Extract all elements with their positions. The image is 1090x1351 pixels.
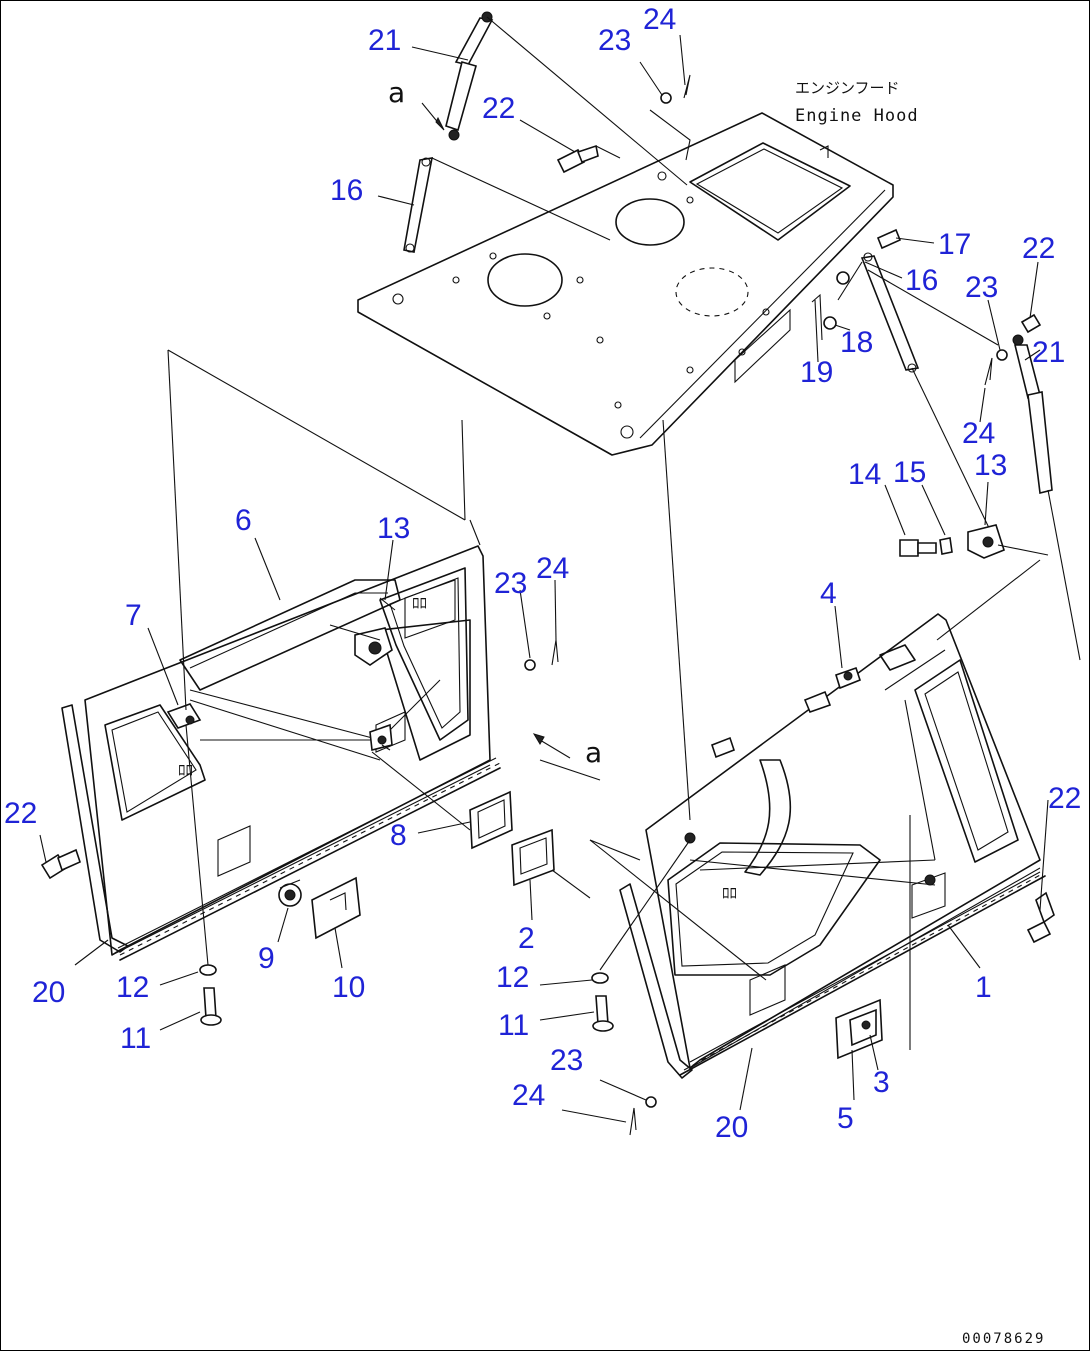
callout-15: 15: [893, 456, 926, 489]
washer-18: [823, 271, 850, 330]
callout-11-left: 11: [120, 1022, 151, 1055]
svg-text:ﾛﾛ: ﾛﾛ: [412, 594, 427, 612]
plate-10: [311, 876, 361, 940]
pin-19: [811, 293, 823, 341]
callout-22-left: 22: [4, 797, 37, 830]
bolt-22-left: [40, 848, 81, 880]
callout-1: 1: [975, 971, 992, 1004]
engine-hood-panel: [357, 112, 894, 456]
callout-24-mid: 24: [536, 552, 569, 585]
callout-12-right: 12: [496, 961, 529, 994]
callout-labels: 21 24 23 22 16 17 16 22 23 21 18 19 24 1…: [4, 3, 1081, 1144]
catch-plate-2: [511, 828, 555, 887]
callout-13-left: 13: [377, 512, 410, 545]
callout-12-left: 12: [116, 971, 149, 1004]
bolt-11-right: [592, 995, 614, 1032]
callout-leader-lines: [39, 34, 1049, 1123]
callout-22-right-top: 22: [1022, 232, 1055, 265]
latch-13-right: [967, 524, 1005, 559]
callout-20-right: 20: [715, 1111, 748, 1144]
callout-20-left: 20: [32, 976, 65, 1009]
lock-plate-5: [835, 998, 883, 1060]
callout-21-right: 21: [1032, 336, 1065, 369]
engine-hood-label-en: Engine Hood: [795, 106, 919, 126]
callout-24-bottom: 24: [512, 1079, 545, 1112]
reference-arrow-a-mid: [532, 733, 571, 759]
callout-4: 4: [820, 577, 837, 610]
left-side-door: ﾛﾛ ﾛﾛ: [84, 545, 501, 961]
reference-arrow-a-top: [421, 102, 445, 131]
pins-23-24-bottom: [629, 1096, 657, 1136]
callout-2: 2: [518, 922, 535, 955]
reference-mark-a-top: a: [388, 76, 405, 109]
bolt-14: [899, 539, 937, 557]
washer-15: [939, 537, 953, 555]
callout-16-right: 16: [905, 264, 938, 297]
reference-mark-a-mid: a: [585, 736, 602, 769]
engine-hood-label-jp: エンジンフード: [795, 79, 900, 97]
callout-17: 17: [938, 228, 971, 261]
bolt-11-left: [200, 987, 222, 1026]
left-gas-spring: [445, 11, 688, 186]
washer-12-left: [199, 964, 217, 976]
callout-5: 5: [837, 1102, 854, 1135]
callout-22-right: 22: [1048, 782, 1081, 815]
callout-23-mid: 23: [494, 567, 527, 600]
callout-6: 6: [235, 504, 252, 537]
callout-23-right: 23: [965, 271, 998, 304]
assembly-lines: [167, 109, 1049, 1050]
right-stay-rod: [860, 252, 991, 531]
callout-7: 7: [125, 599, 142, 632]
document-number: 00078629: [962, 1331, 1045, 1347]
right-gas-spring: [1012, 334, 1081, 661]
callout-23-top: 23: [598, 24, 631, 57]
callout-8: 8: [390, 819, 407, 852]
svg-text:ﾛﾛ: ﾛﾛ: [722, 884, 737, 902]
callout-13-right: 13: [974, 449, 1007, 482]
catch-plate-8: [469, 790, 513, 850]
bolt-22-right-top: [1020, 313, 1042, 334]
callout-3: 3: [873, 1066, 890, 1099]
callout-24-top: 24: [643, 3, 676, 36]
bolt-17: [876, 228, 902, 250]
callout-19: 19: [800, 356, 833, 389]
callout-18: 18: [840, 326, 873, 359]
washer-12-right: [591, 972, 609, 984]
callout-9: 9: [258, 942, 275, 975]
callout-24-right: 24: [962, 417, 995, 450]
right-door-seal-strip: [619, 883, 693, 1079]
callout-16-left: 16: [330, 174, 363, 207]
callout-23-bottom: 23: [550, 1044, 583, 1077]
pins-23-24-right: [984, 349, 1008, 386]
callout-10: 10: [332, 971, 365, 1004]
pins-23-24-top: [660, 74, 691, 104]
callout-14: 14: [848, 458, 881, 491]
callout-11-right: 11: [498, 1009, 529, 1042]
left-stay-rod: [403, 157, 611, 253]
bolt-22-top: [556, 144, 599, 174]
callout-22-top: 22: [482, 92, 515, 125]
lock-9: [278, 879, 302, 907]
left-door-seal-strip: [61, 704, 129, 953]
right-side-door: ﾛﾛ: [645, 613, 1046, 1076]
callout-21-left: 21: [368, 24, 401, 57]
